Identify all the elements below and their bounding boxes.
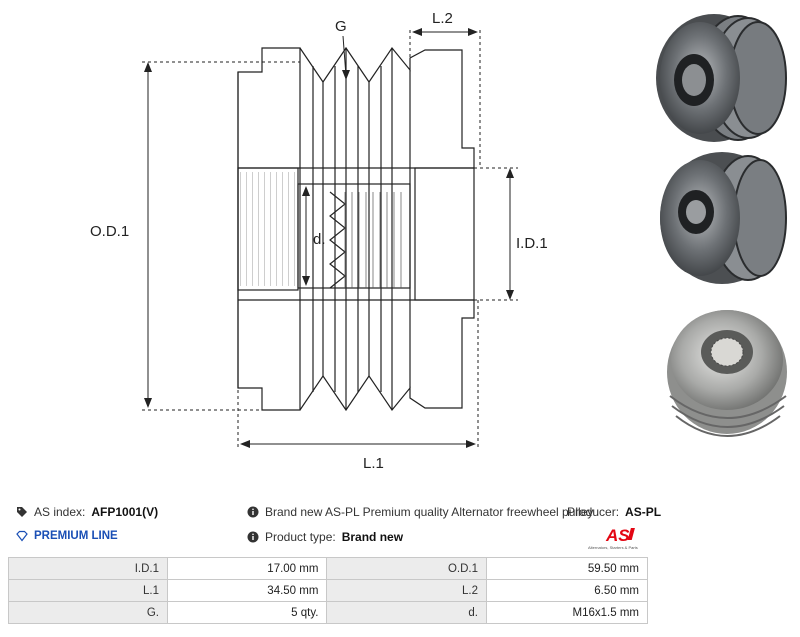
spec-value: 6.50 mm [486,579,648,602]
spec-label: L.2 [326,579,487,602]
label-l1: L.1 [363,455,384,472]
label-l2: L.2 [432,10,453,27]
spec-value: M16x1.5 mm [486,601,648,624]
description-text: Brand new AS-PL Premium quality Alternat… [265,505,594,519]
svg-text:AS: AS [605,526,630,545]
pulley-profile [237,46,475,412]
spec-label: I.D.1 [8,557,168,580]
photo-pulley-front [656,14,787,142]
label-id1: I.D.1 [516,235,548,252]
thread-profile [329,191,346,289]
spec-value: 59.50 mm [486,557,648,580]
label-groove: G [335,18,347,35]
description-row: Brand new AS-PL Premium quality Alternat… [247,505,593,519]
as-index-value: AFP1001(V) [91,505,159,519]
as-pl-logo: AS Alternators, Starters & Parts [588,526,638,550]
spec-value: 17.00 mm [166,557,328,580]
producer-row: Producer: AS-PL [567,505,661,519]
producer-value: AS-PL [625,505,662,519]
premium-line-badge: PREMIUM LINE [16,530,118,542]
diamond-icon [16,530,28,542]
spec-value: 5 qty. [166,601,328,624]
info-icon [247,506,259,518]
info-icon [247,531,259,543]
spline-hatch [240,172,296,286]
dimension-lines [142,30,518,450]
premium-line-text: PREMIUM LINE [34,530,118,542]
spec-value: 34.50 mm [166,579,328,602]
product-type-label: Product type: [265,530,336,544]
spec-label: L.1 [8,579,168,602]
product-type-row: Product type: Brand new [247,530,403,544]
spec-label: G. [8,601,168,624]
product-type-value: Brand new [341,530,404,544]
as-index-row: AS index: AFP1001(V) [16,505,158,519]
technical-drawing: G L.2 O.D.1 I.D.1 d. L.1 [90,10,787,472]
tag-icon [16,506,28,518]
label-od1: O.D.1 [90,223,129,240]
spec-label: O.D.1 [326,557,487,580]
producer-label: Producer: [567,505,620,519]
table-row: G.5 qty.d.M16x1.5 mm [8,601,648,624]
label-d: d. [313,231,326,248]
photo-pulley-angled [660,152,787,284]
svg-text:Alternators, Starters & Parts: Alternators, Starters & Parts [588,545,638,550]
spec-label: d. [326,601,487,624]
photo-pulley-rear [667,310,787,437]
as-index-label: AS index: [34,505,86,519]
dimension-arrows [144,28,514,448]
